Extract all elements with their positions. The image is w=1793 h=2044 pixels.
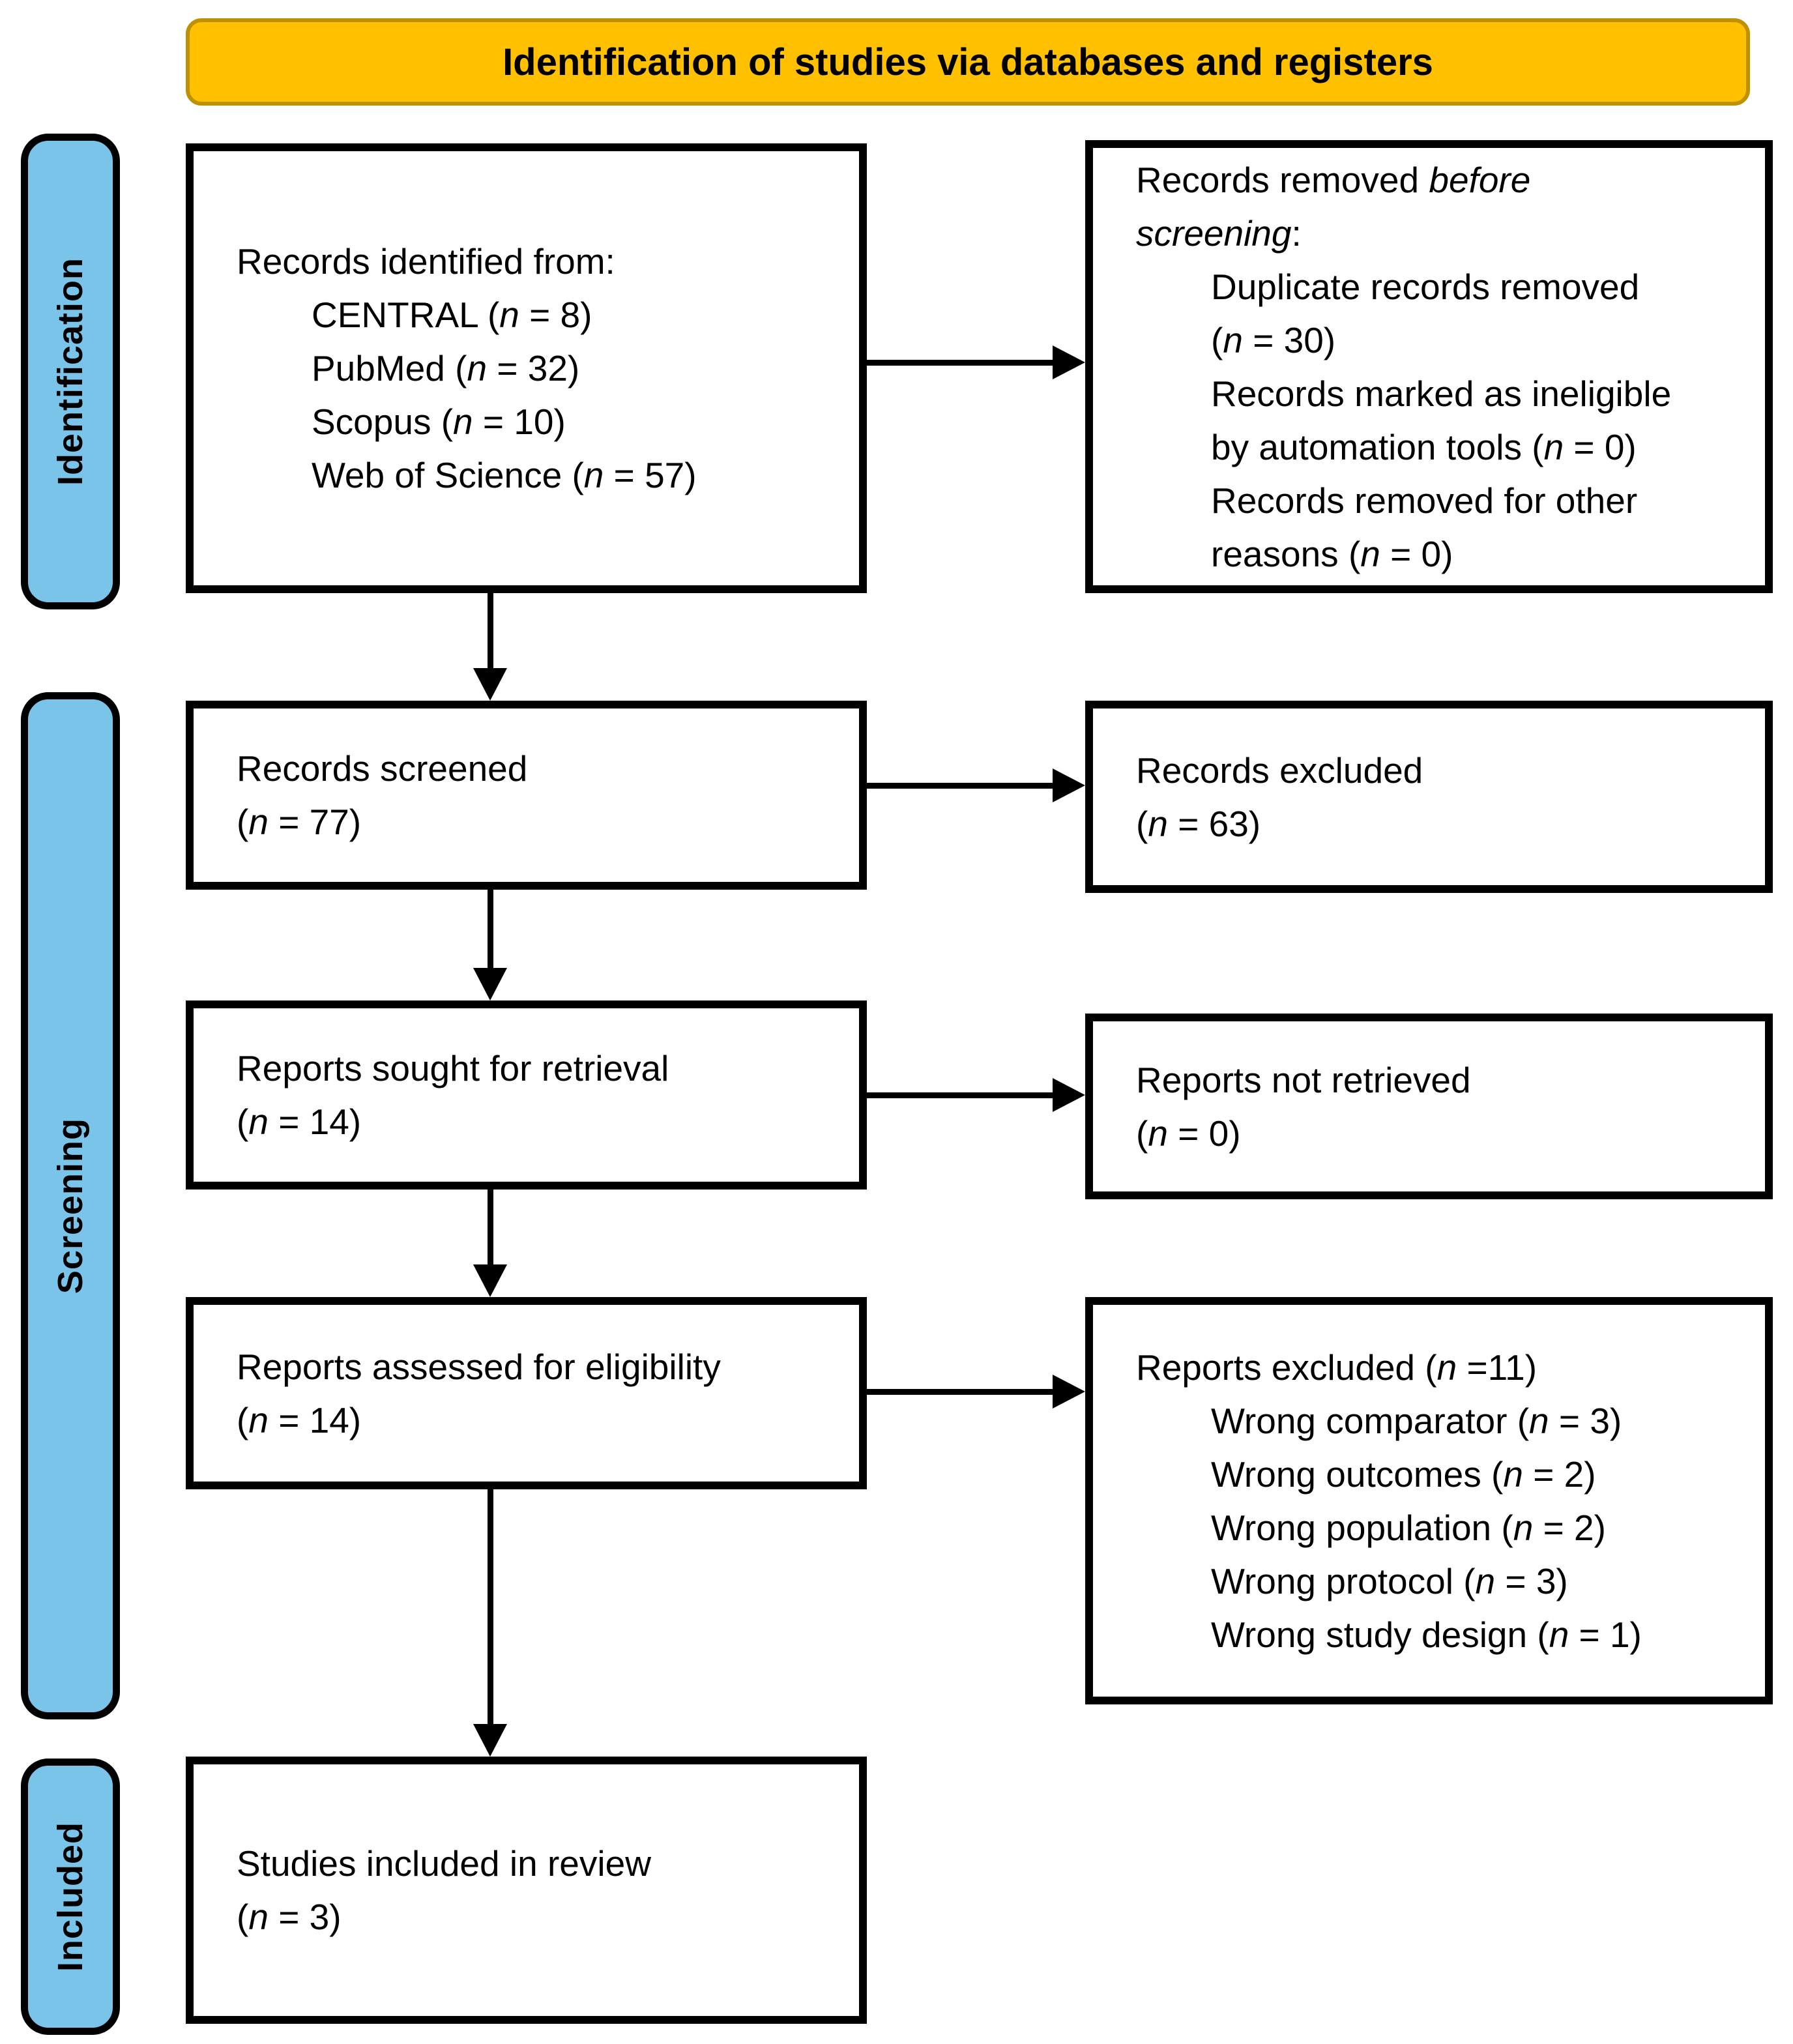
box-text-line: Records marked as ineligible (1211, 373, 1672, 414)
box-text-line: Records removed for other (1211, 480, 1638, 521)
stage-label-included: Included (51, 1821, 90, 1972)
box-text-line: Records removed before (1136, 159, 1531, 200)
box-text-line: (n = 0) (1136, 1113, 1241, 1154)
box-text-line: Wrong population (n = 2) (1211, 1507, 1606, 1548)
banner-title: Identification of studies via databases … (503, 40, 1433, 83)
box-reports-excluded: Reports excluded (n =11) Wrong comparator… (1085, 1297, 1773, 1704)
box-text-line: (n = 77) (237, 802, 362, 842)
arrow-sought-to-assessed-icon (473, 1186, 507, 1297)
box-text-line: Wrong outcomes (n = 2) (1211, 1453, 1596, 1495)
box-text-line: Records identified from: (237, 241, 615, 282)
box-text-line: Web of Science (n = 57) (312, 455, 697, 495)
box-text-line: (n = 14) (237, 1102, 362, 1142)
stage-label-identification: Identification (51, 257, 90, 486)
box-text-line: Reports not retrieved (1136, 1059, 1471, 1100)
box-text-line: (n = 14) (237, 1399, 362, 1440)
arrow-assessed-to-excluded-icon (864, 1375, 1085, 1409)
box-records-removed-before-screening: Records removed before screening: Duplicat… (1085, 140, 1773, 593)
banner-identification-of-studies: Identification of studies via databases … (186, 18, 1750, 106)
box-text-line: (n = 3) (237, 1897, 342, 1937)
stage-rail-identification: Identification (21, 134, 120, 609)
stage-rail-included: Included (21, 1759, 120, 2035)
box-text-line: screening: (1136, 212, 1302, 254)
box-records-screened: Records screened (n = 77) (186, 701, 867, 890)
box-text-line: reasons (n = 0) (1211, 533, 1453, 574)
box-reports-assessed-for-eligibility: Reports assessed for eligibility (n = 14) (186, 1297, 867, 1489)
arrow-sought-to-not-retrieved-icon (864, 1078, 1085, 1112)
box-text-line: Reports sought for retrieval (237, 1048, 669, 1088)
arrow-identified-to-screened-icon (473, 590, 507, 701)
stage-rail-screening: Screening (21, 692, 120, 1719)
box-text-line: Reports excluded (n =11) (1136, 1347, 1538, 1388)
box-text-line: Wrong study design (n = 1) (1211, 1614, 1642, 1655)
box-text-line: Wrong comparator (n = 3) (1211, 1400, 1622, 1441)
box-text-line: PubMed (n = 32) (312, 348, 580, 388)
stage-label-screening: Screening (51, 1117, 90, 1294)
box-reports-not-retrieved: Reports not retrieved (n = 0) (1085, 1014, 1773, 1199)
box-text-line: by automation tools (n = 0) (1211, 426, 1637, 467)
box-text-line: Studies included in review (237, 1843, 651, 1884)
box-text-line: Wrong protocol (n = 3) (1211, 1560, 1568, 1601)
arrow-assessed-to-included-icon (473, 1486, 507, 1757)
box-text-line: Scopus (n = 10) (312, 402, 566, 442)
arrow-identified-to-removed-icon (864, 345, 1085, 379)
box-records-excluded: Records excluded (n = 63) (1085, 701, 1773, 893)
box-text-line: Records screened (237, 748, 528, 789)
box-text-line: Reports assessed for eligibility (237, 1346, 721, 1387)
box-reports-sought-for-retrieval: Reports sought for retrieval (n = 14) (186, 1000, 867, 1190)
box-studies-included-in-review: Studies included in review (n = 3) (186, 1757, 867, 2024)
box-text-line: (n = 63) (1136, 803, 1261, 844)
box-records-identified: Records identified from: CENTRAL (n = 8) P… (186, 143, 867, 593)
box-text-line: Records excluded (1136, 750, 1423, 791)
arrow-screened-to-excluded-icon (864, 768, 1085, 802)
box-text-line: (n = 30) (1211, 319, 1336, 360)
box-text-line: CENTRAL (n = 8) (312, 295, 592, 335)
box-text-line: Duplicate records removed (1211, 266, 1640, 307)
arrow-screened-to-sought-icon (473, 886, 507, 1000)
